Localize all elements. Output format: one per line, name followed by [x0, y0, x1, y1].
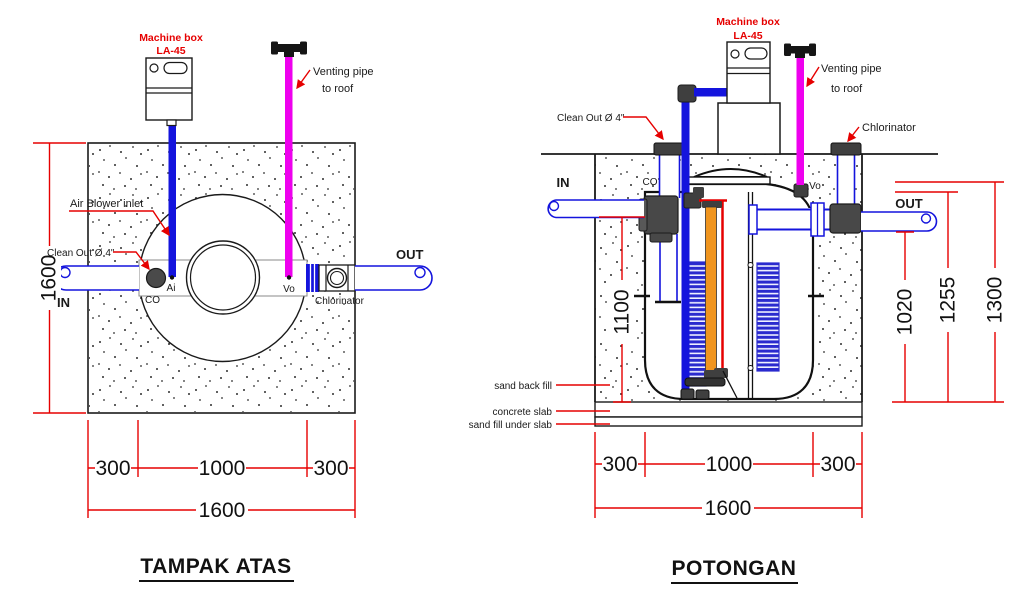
inlet-pipe-section	[547, 199, 644, 219]
air-blower-label: Air Blower inlet	[70, 198, 143, 210]
manhole-outer	[185, 240, 261, 315]
dim-left: 300	[95, 457, 130, 480]
machine-box-section	[717, 41, 781, 155]
dim-mid: 1000	[199, 457, 246, 480]
dim-text-masks	[37, 246, 349, 520]
section-view: Machine box LA-45 Venting pipe to roof C…	[469, 16, 1007, 584]
port-ai-label: Ai	[167, 283, 176, 294]
section-leaders	[556, 66, 860, 425]
out-label-section: OUT	[895, 196, 923, 211]
outlet-pipe-end	[414, 266, 426, 279]
lid-flange	[687, 176, 771, 185]
slab-layers	[594, 401, 863, 427]
dim-mid-section: 1000	[706, 453, 753, 476]
clean-out-label-section: Clean Out Ø 4"	[557, 113, 625, 124]
transfer-pipe	[748, 202, 831, 237]
dim-left-section: 300	[602, 453, 637, 476]
port-co-label-section: CO	[643, 177, 658, 188]
port-vo-label-section: Vo	[809, 181, 821, 192]
chlorinator-label: Chlorinator	[315, 296, 365, 307]
lid-elbow-fitting	[693, 187, 704, 198]
chlorinator-label-section: Chlorinator	[862, 122, 916, 134]
port-co-label: CO	[145, 295, 160, 306]
dim-height: 1600	[38, 255, 61, 302]
vent-cap-icon	[271, 41, 307, 57]
port-vo-label: Vo	[283, 284, 295, 295]
chlorinator-fitting	[306, 264, 356, 292]
outlet-pipe-section	[861, 211, 938, 232]
dim-1255: 1255	[937, 277, 960, 324]
sand-back-fill-label: sand back fill	[494, 381, 552, 392]
machine-box-label-line2: LA-45	[156, 45, 185, 57]
venting-label-line1-section: Venting pipe	[821, 63, 882, 75]
diffuser-assembly	[680, 370, 738, 400]
filter-media-right	[756, 262, 780, 372]
clean-out-port	[145, 267, 167, 289]
in-label-section: IN	[557, 175, 570, 190]
inlet-pipe-end-section	[548, 200, 560, 212]
venting-label-line2: to roof	[322, 83, 354, 95]
dim-right-section: 300	[820, 453, 855, 476]
in-label: IN	[57, 295, 70, 310]
top-view-leaders	[69, 69, 311, 271]
clean-out-label: Clean Out Ø 4"	[47, 248, 115, 259]
manhole-inner	[189, 244, 257, 311]
air-inlet-point	[169, 275, 175, 280]
out-label: OUT	[396, 247, 424, 262]
sand-fill-under-slab-label: sand fill under slab	[469, 420, 553, 431]
inlet-pipe-end	[59, 266, 71, 279]
venting-label-line2-section: to roof	[831, 83, 863, 95]
dim-total-section: 1600	[705, 497, 752, 520]
clean-out-riser	[653, 142, 685, 198]
view-title-tampak-atas: TAMPAK ATAS	[140, 555, 291, 578]
vent-pipe-section	[796, 57, 804, 185]
dim-1020: 1020	[894, 289, 917, 336]
chlorinator-assembly	[829, 142, 862, 234]
dim-1100: 1100	[611, 289, 634, 334]
vent-cap-icon-section	[784, 43, 816, 58]
outlet-pipe	[355, 265, 433, 291]
machine-box-label-line1-section: Machine box	[716, 16, 780, 28]
machine-box	[145, 57, 193, 127]
vent-outlet-fitting	[793, 183, 809, 198]
machine-box-label-line2-section: LA-45	[733, 30, 762, 42]
vent-pipe	[285, 57, 293, 277]
dim-total: 1600	[199, 499, 246, 522]
dim-1300: 1300	[984, 277, 1007, 324]
outlet-pipe-end-section	[920, 213, 932, 224]
top-view: Machine box LA-45 Venting pipe to roof A…	[33, 32, 433, 582]
concrete-slab-label: concrete slab	[493, 407, 553, 418]
dim-right: 300	[313, 457, 348, 480]
view-title-potongan: POTONGAN	[672, 557, 797, 580]
vent-point	[286, 275, 292, 280]
air-blower-pipe	[168, 125, 176, 277]
section-dim-masks	[602, 268, 1007, 518]
venting-label-line1: Venting pipe	[313, 66, 374, 78]
inlet-drop-pipe	[655, 234, 681, 304]
machine-box-label-line1: Machine box	[139, 32, 203, 44]
